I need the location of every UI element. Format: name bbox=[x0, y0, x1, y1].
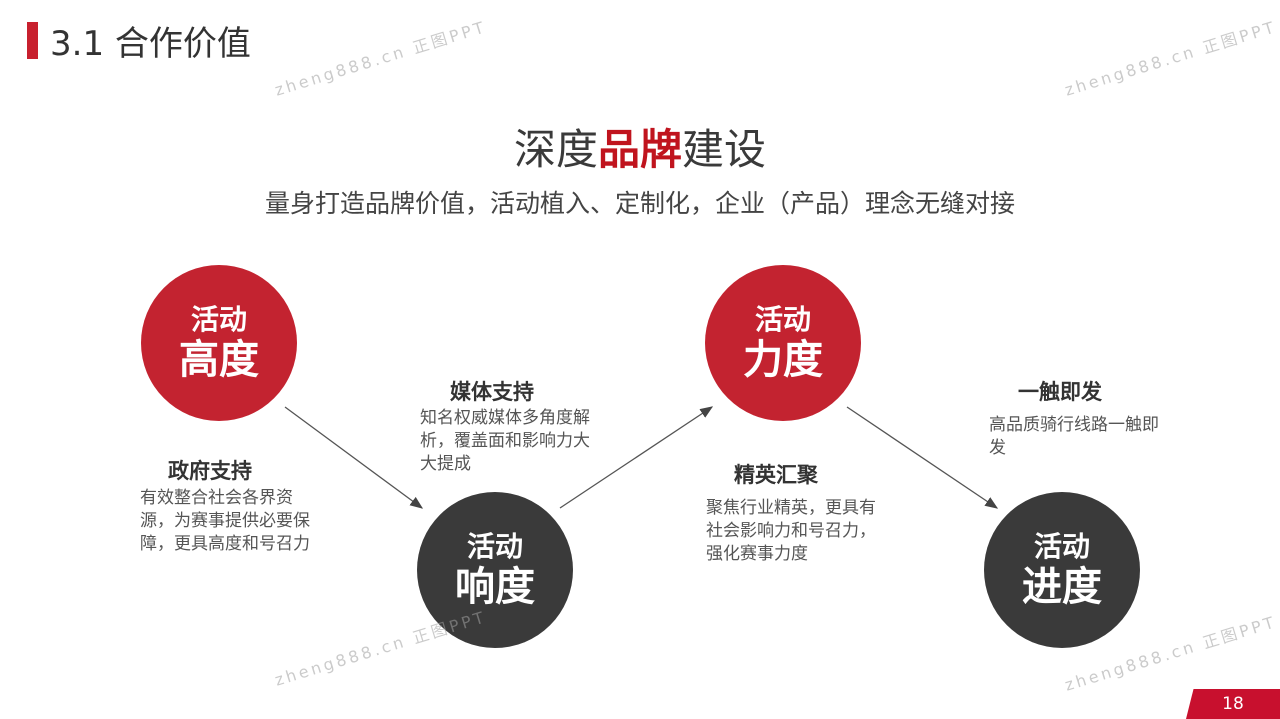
circle-line2: 力度 bbox=[743, 337, 823, 383]
circle-line2: 高度 bbox=[179, 337, 259, 383]
arrow-3 bbox=[846, 406, 999, 509]
node-circle-loudness: 活动响度 bbox=[417, 492, 573, 648]
circle-line2: 进度 bbox=[1022, 564, 1102, 610]
node-heading: 政府支持 bbox=[168, 459, 252, 483]
node-circle-height: 活动高度 bbox=[141, 265, 297, 421]
circle-line1: 活动 bbox=[754, 303, 811, 336]
node-heading: 媒体支持 bbox=[450, 380, 534, 404]
node-text: 知名权威媒体多角度解析，覆盖面和影响力大大提成 bbox=[420, 408, 590, 474]
headline-after: 建设 bbox=[682, 125, 767, 174]
node-heading: 一触即发 bbox=[1018, 380, 1102, 404]
headline-highlight: 品牌 bbox=[597, 125, 682, 174]
circle-line1: 活动 bbox=[190, 303, 247, 336]
arrow-2 bbox=[559, 406, 714, 509]
headline-before: 深度 bbox=[513, 125, 598, 174]
circle-line1: 活动 bbox=[1033, 530, 1090, 563]
headline: 深度品牌建设 bbox=[0, 116, 1280, 177]
node-text: 高品质骑行线路一触即发 bbox=[989, 415, 1159, 458]
node-heading: 精英汇聚 bbox=[734, 463, 818, 487]
circle-line2: 响度 bbox=[455, 564, 535, 610]
arrow-1 bbox=[284, 406, 424, 509]
node-circle-strength: 活动力度 bbox=[705, 265, 861, 421]
node-text: 有效整合社会各界资源，为赛事提供必要保障，更具高度和号召力 bbox=[140, 488, 310, 554]
node-text: 聚焦行业精英，更具有社会影响力和号召力，强化赛事力度 bbox=[706, 498, 876, 564]
node-circle-progress: 活动进度 bbox=[984, 492, 1140, 648]
subtitle: 量身打造品牌价值，活动植入、定制化，企业（产品）理念无缝对接 bbox=[264, 189, 1015, 218]
circle-line1: 活动 bbox=[466, 530, 523, 563]
title-accent-bar bbox=[27, 22, 38, 59]
page-number: 18 bbox=[1186, 689, 1280, 719]
slide-title: 3.1 合作价值 bbox=[50, 24, 251, 64]
